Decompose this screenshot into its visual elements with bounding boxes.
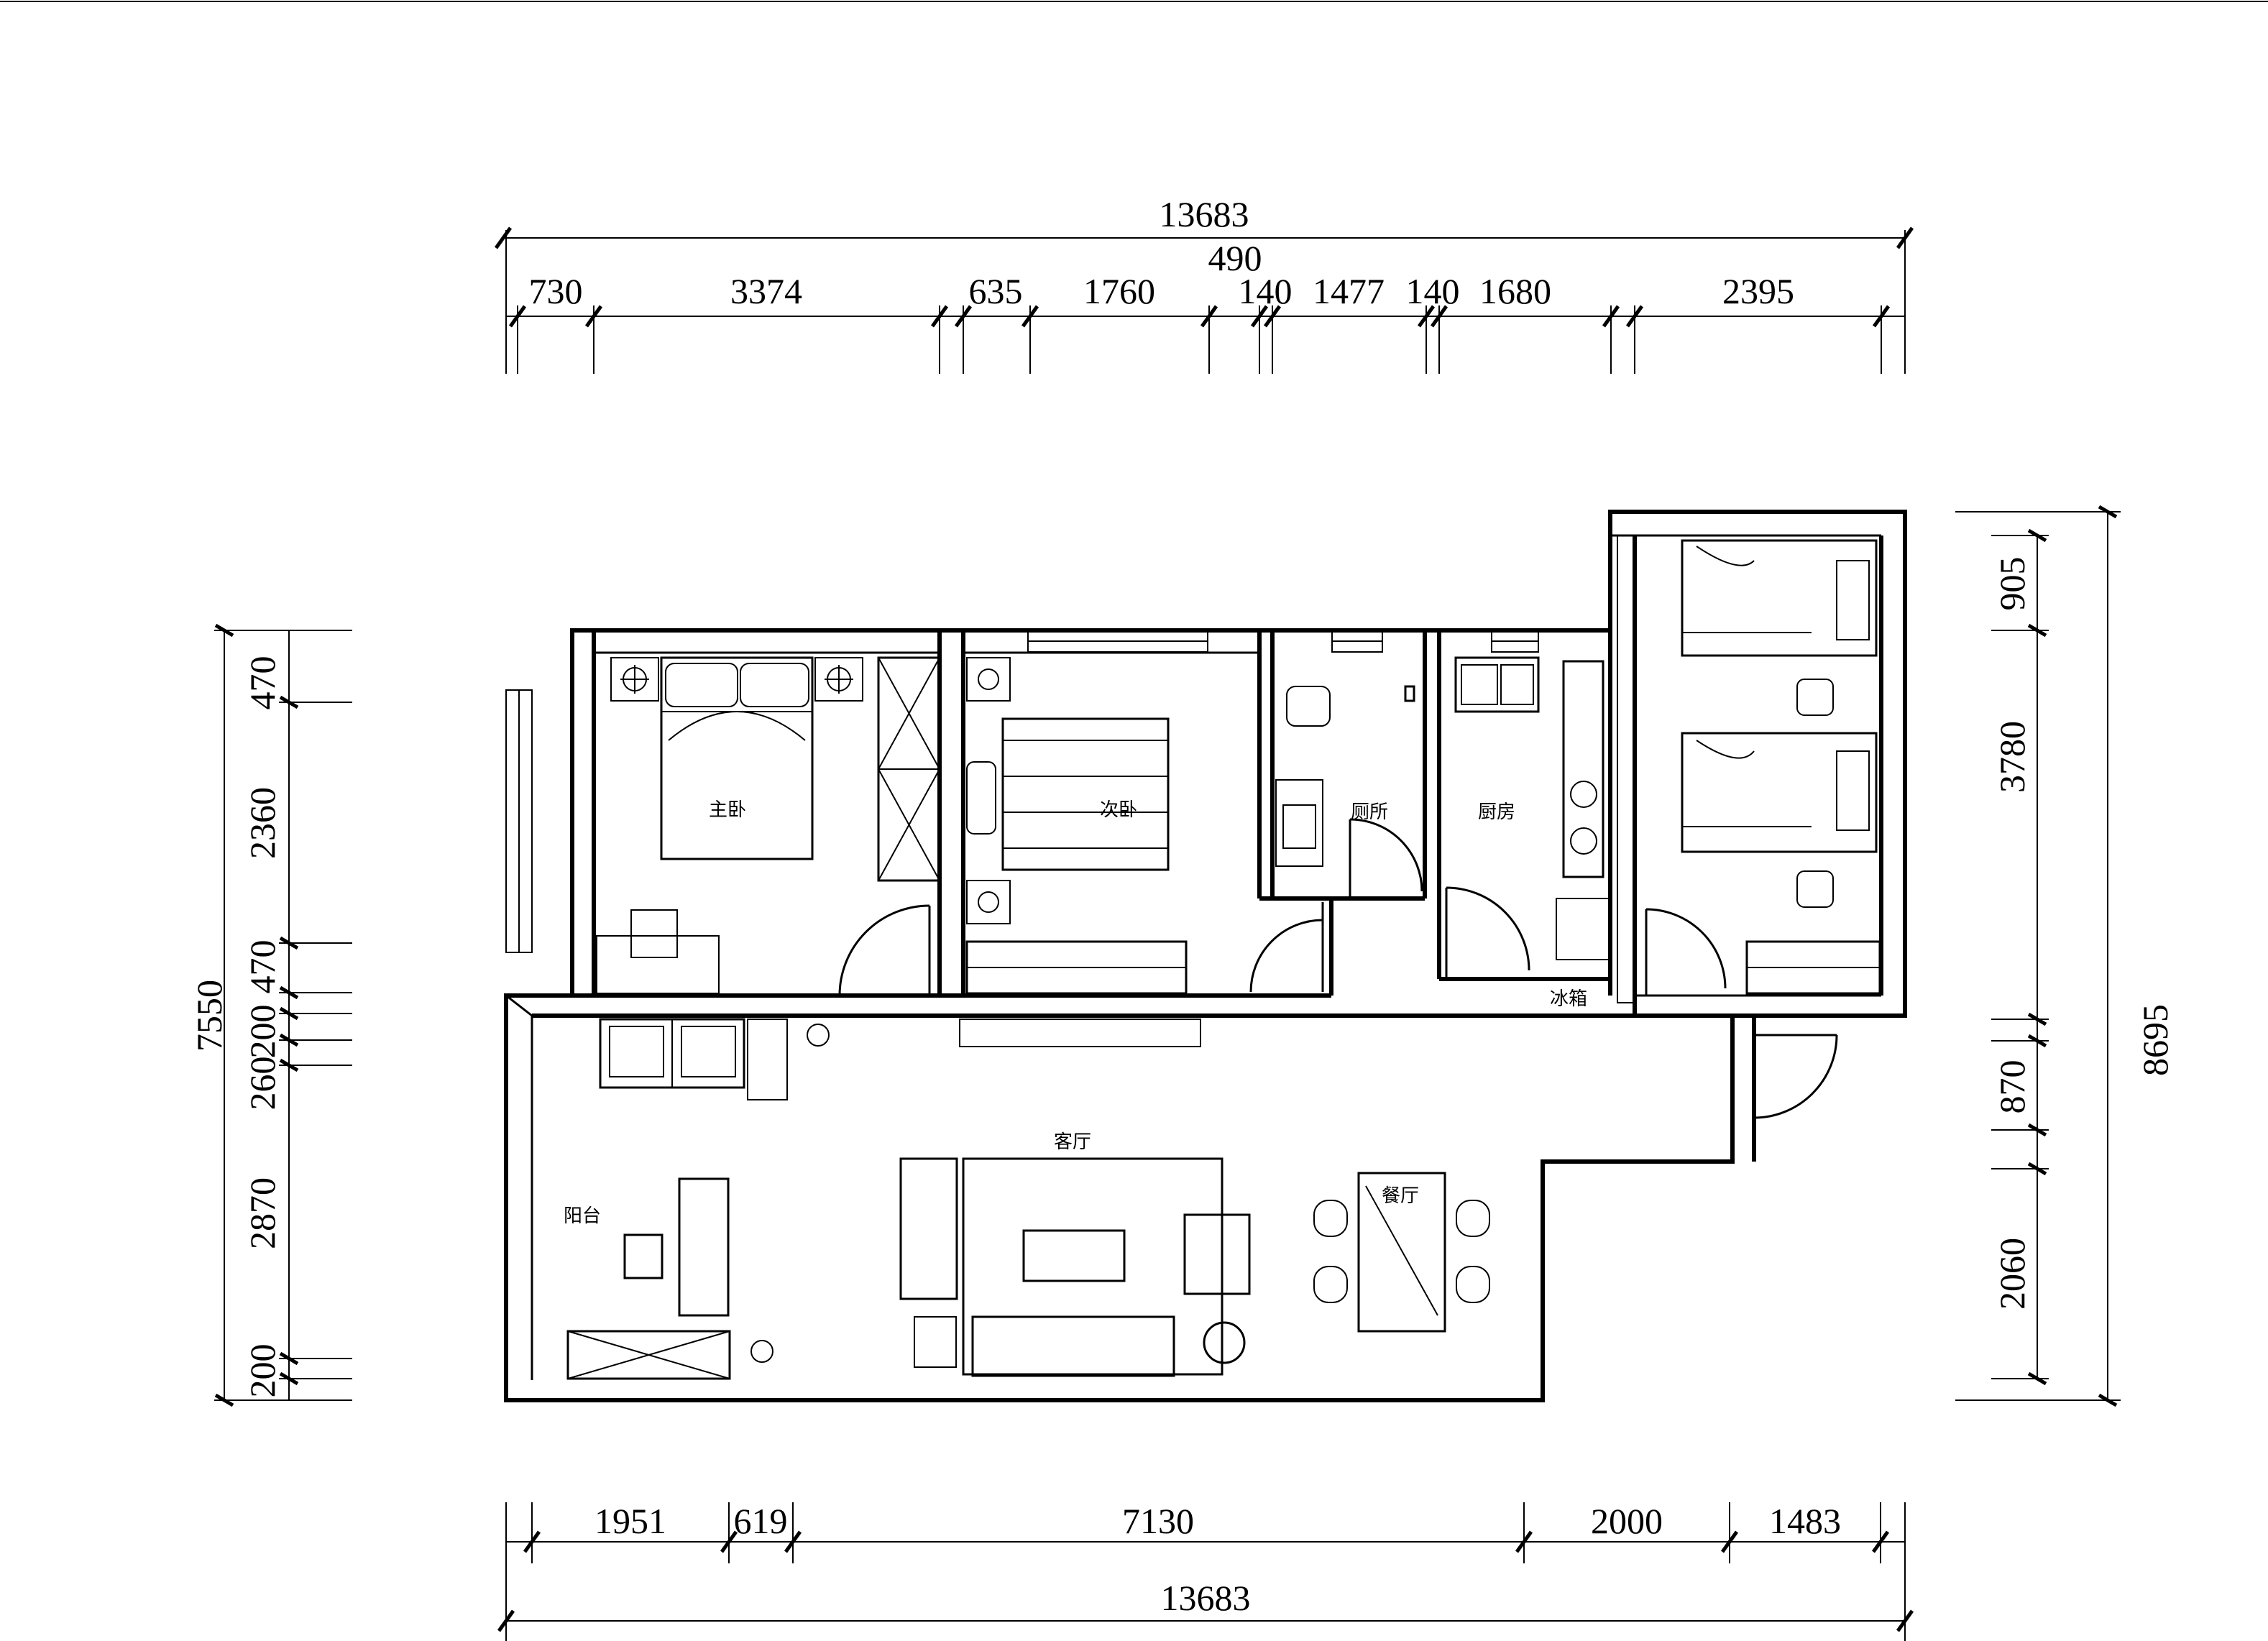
left-segment-2: 2360 bbox=[242, 787, 283, 859]
right-segment-4: 2060 bbox=[1992, 1238, 2032, 1310]
bottom-segment-3: 7130 bbox=[1122, 1501, 1194, 1541]
bottom-segment-4: 2000 bbox=[1591, 1501, 1663, 1541]
left-segment-6: 2870 bbox=[242, 1177, 283, 1249]
furniture bbox=[566, 539, 1881, 1380]
room-label-master-bedroom: 主卧 bbox=[709, 799, 746, 821]
right-segment-2: 3780 bbox=[1992, 721, 2032, 793]
top-total-dimension: 13683 bbox=[1160, 194, 1249, 234]
room-label-fridge-note: 冰箱 bbox=[1550, 988, 1587, 1010]
room-label-balcony: 阳台 bbox=[564, 1205, 601, 1227]
doors bbox=[838, 818, 1838, 1119]
top-dimensions: 13683 490 730 3374 635 1760 140 1477 bbox=[494, 194, 1914, 374]
left-segment-4: 200 bbox=[242, 1005, 283, 1059]
room-label-second-bedroom: 次卧 bbox=[1100, 799, 1137, 821]
top-segment-8: 1680 bbox=[1479, 271, 1551, 311]
top-segment-1: 730 bbox=[529, 271, 583, 311]
left-dimensions: 7550 470 2360 470 200 260 2870 200 bbox=[189, 623, 352, 1407]
room-label-toilet: 厕所 bbox=[1351, 801, 1388, 823]
top-segment-7: 140 bbox=[1406, 271, 1460, 311]
right-dimensions: 8695 905 3780 870 2060 bbox=[1955, 505, 2175, 1407]
right-segment-3: 870 bbox=[1992, 1060, 2032, 1114]
top-segment-9: 2395 bbox=[1722, 271, 1794, 311]
room-label-kitchen: 厨房 bbox=[1478, 801, 1515, 823]
left-segment-1: 470 bbox=[242, 656, 283, 710]
windows bbox=[505, 535, 1635, 1003]
room-label-dining: 餐厅 bbox=[1382, 1185, 1419, 1207]
bottom-dimensions: 1951 619 7130 2000 1483 13683 bbox=[497, 1501, 1914, 1641]
right-total-dimension: 8695 bbox=[2135, 1004, 2175, 1076]
left-segment-3: 470 bbox=[242, 940, 283, 994]
top-extra-dimension: 490 bbox=[1208, 238, 1262, 278]
bottom-segment-5: 1483 bbox=[1769, 1501, 1841, 1541]
room-label-living-room: 客厅 bbox=[1054, 1131, 1091, 1153]
top-segment-6: 1477 bbox=[1313, 271, 1385, 311]
right-segment-1: 905 bbox=[1992, 557, 2032, 611]
top-segment-5: 140 bbox=[1239, 271, 1293, 311]
walls bbox=[504, 510, 1907, 1402]
left-total-dimension: 7550 bbox=[189, 980, 229, 1052]
left-segment-7: 200 bbox=[242, 1344, 283, 1398]
room-labels: 主卧 次卧 厕所 厨房 客厅 阳台 餐厅 冰箱 bbox=[564, 799, 1587, 1227]
bottom-total-dimension: 13683 bbox=[1161, 1578, 1251, 1618]
left-segment-5: 260 bbox=[242, 1057, 283, 1111]
top-segment-4: 1760 bbox=[1083, 271, 1155, 311]
top-segment-2: 3374 bbox=[730, 271, 802, 311]
bottom-segment-2: 619 bbox=[734, 1501, 788, 1541]
bottom-segment-1: 1951 bbox=[594, 1501, 666, 1541]
top-segment-3: 635 bbox=[969, 271, 1023, 311]
